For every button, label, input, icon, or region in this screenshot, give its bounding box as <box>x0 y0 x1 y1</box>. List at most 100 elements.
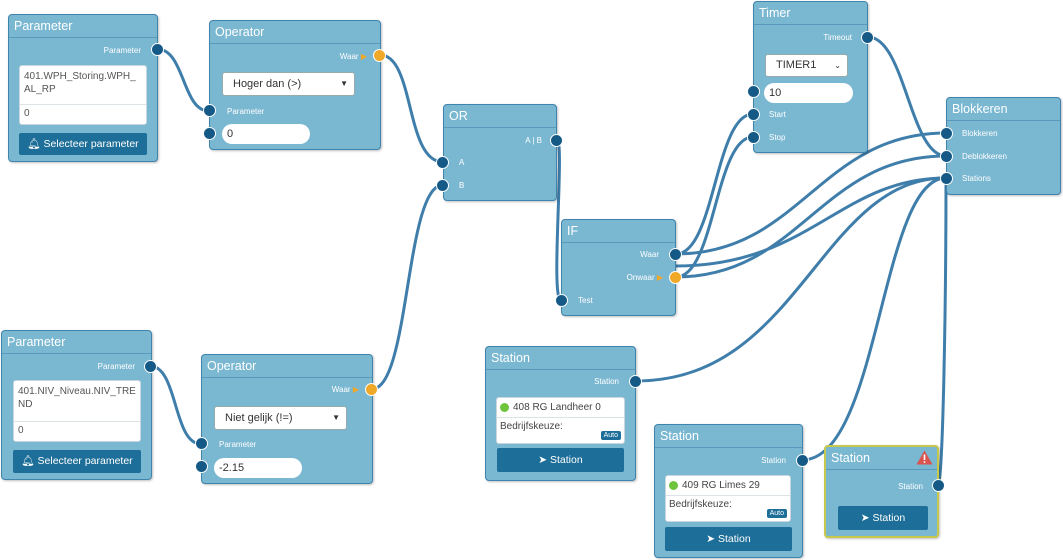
wire-timer-unblock <box>867 35 947 158</box>
input-label-stop: Stop <box>769 133 786 142</box>
output-label: Waar ▶ <box>339 52 367 61</box>
cursor-icon: ➤ <box>538 454 550 466</box>
parameter-value-card: 401.WPH_Storing.WPH_AL_RP 0 <box>19 65 147 125</box>
if-node[interactable]: IF Waar Onwaar ▶ Test <box>561 219 676 316</box>
input-port-b[interactable] <box>436 179 449 192</box>
node-title: OR <box>444 105 556 128</box>
node-title: IF <box>562 220 675 243</box>
input-port[interactable] <box>747 85 760 98</box>
output-port[interactable] <box>151 43 164 56</box>
node-title: Station <box>826 447 937 470</box>
input-port-stations[interactable] <box>940 172 953 185</box>
input-port-a[interactable] <box>436 156 449 169</box>
timer-select[interactable]: TIMER1⌄ <box>765 54 848 77</box>
station-node-1[interactable]: Station Station 408 RG Landheer 0 Bedrij… <box>485 346 636 481</box>
parameter-node-2[interactable]: Parameter Parameter 401.NIV_Niveau.NIV_T… <box>1 330 152 480</box>
station-name-row: 409 RG Limes 29 <box>666 476 790 496</box>
output-port-true[interactable] <box>669 248 682 261</box>
input-label-b: B <box>459 181 465 190</box>
input-port-block[interactable] <box>940 127 953 140</box>
wire-if-unblock <box>675 154 947 279</box>
wire-param2-op2 <box>149 364 202 446</box>
status-ok-icon <box>500 402 509 412</box>
operator-node-1[interactable]: Operator Waar ▶ Hoger dan (>)▼ Parameter… <box>209 20 381 150</box>
output-port-true[interactable] <box>373 49 386 62</box>
chevron-down-icon: ⌄ <box>834 61 841 70</box>
output-port[interactable] <box>932 479 945 492</box>
input-label: Parameter <box>219 440 257 449</box>
wire-station3-stations <box>936 177 948 487</box>
output-label: Parameter <box>97 362 135 371</box>
bedrijfskeuze-label: Bedrijfskeuze: <box>669 499 732 510</box>
input-port[interactable] <box>195 437 208 450</box>
output-port-timeout[interactable] <box>861 31 874 44</box>
output-port[interactable] <box>144 360 157 373</box>
wire-op2-or-b <box>371 183 444 391</box>
output-port-false[interactable] <box>669 271 682 284</box>
cursor-icon: ➤ <box>860 512 873 524</box>
station-button[interactable]: ➤ Station <box>838 506 928 530</box>
warning-icon <box>916 450 933 465</box>
node-title: Station <box>655 425 802 448</box>
parameter-value-card: 401.NIV_Niveau.NIV_TREND 0 <box>13 380 141 442</box>
value-input[interactable]: -2.15 <box>214 458 302 478</box>
station-button[interactable]: ➤ Station <box>497 448 624 472</box>
input-port-stop[interactable] <box>747 131 760 144</box>
station-button[interactable]: ➤ Station <box>665 527 792 551</box>
select-parameter-button[interactable]: 🔔︎ Selecteer parameter <box>13 450 141 473</box>
wire-stations-extra <box>675 176 947 268</box>
parameter-node-1[interactable]: Parameter Parameter 401.WPH_Storing.WPH_… <box>8 14 158 162</box>
or-node[interactable]: OR A | B A B <box>443 104 557 201</box>
station-node-3[interactable]: Station Station ➤ Station <box>824 445 939 538</box>
input-port-unblock[interactable] <box>940 150 953 163</box>
input-label-test: Test <box>578 296 593 305</box>
auto-button[interactable]: Auto <box>600 431 621 440</box>
station-info-card: 409 RG Limes 29 Bedrijfskeuze: Auto <box>665 475 791 522</box>
wire-if-timer-stop <box>675 135 754 279</box>
parameter-value: 401.WPH_Storing.WPH_AL_RP <box>24 71 136 95</box>
input-label: Parameter <box>227 107 265 116</box>
station-info-card: 408 RG Landheer 0 Bedrijfskeuze: Auto <box>496 397 625 444</box>
wire-station1-stations <box>635 176 947 383</box>
input-port[interactable] <box>203 104 216 117</box>
timer-node[interactable]: Timer Timeout TIMER1⌄ 10 Start Stop <box>753 1 868 153</box>
output-label: Station <box>761 456 786 465</box>
input-port-start[interactable] <box>747 108 760 121</box>
operator-select[interactable]: Niet gelijk (!=)▼ <box>214 406 347 430</box>
node-title: Operator <box>210 21 380 44</box>
timer-value-input[interactable]: 10 <box>764 83 853 103</box>
bell-icon: 🔔︎ <box>27 138 44 150</box>
output-label-true: Waar <box>640 250 659 259</box>
operator-node-2[interactable]: Operator Waar ▶ Niet gelijk (!=)▼ Parame… <box>201 354 373 484</box>
station-node-2[interactable]: Station Station 409 RG Limes 29 Bedrijfs… <box>654 424 803 558</box>
output-label: Parameter <box>103 46 141 55</box>
output-label: Station <box>898 482 923 491</box>
output-label: Waar ▶ <box>331 385 359 394</box>
input-label-unblock: Deblokkeren <box>962 152 1007 161</box>
output-port-true[interactable] <box>365 383 378 396</box>
input-label-a: A <box>459 158 465 167</box>
node-title: Blokkeren <box>947 98 1060 121</box>
select-parameter-button[interactable]: 🔔︎ Selecteer parameter <box>19 133 147 155</box>
wire-if-timer-start <box>675 112 754 256</box>
arrow-right-icon: ▶ <box>360 52 367 61</box>
input-port[interactable] <box>195 460 208 473</box>
parameter-zero: 0 <box>14 421 140 439</box>
input-label-stations: Stations <box>962 174 991 183</box>
status-ok-icon <box>669 480 678 490</box>
input-port[interactable] <box>203 127 216 140</box>
input-port-test[interactable] <box>555 294 568 307</box>
output-port[interactable] <box>550 134 563 147</box>
wire-if-block <box>675 131 947 256</box>
node-title: Parameter <box>9 15 157 38</box>
auto-button[interactable]: Auto <box>766 509 787 518</box>
chevron-down-icon: ▼ <box>340 79 348 88</box>
blokkeren-node[interactable]: Blokkeren Blokkeren Deblokkeren Stations <box>946 97 1061 195</box>
output-label-false: Onwaar ▶ <box>626 273 663 282</box>
value-input[interactable]: 0 <box>222 124 310 144</box>
node-title: Timer <box>754 2 867 25</box>
output-port[interactable] <box>629 375 642 388</box>
operator-select[interactable]: Hoger dan (>)▼ <box>222 72 355 96</box>
bell-icon: 🔔︎ <box>21 455 38 467</box>
output-port[interactable] <box>796 454 809 467</box>
